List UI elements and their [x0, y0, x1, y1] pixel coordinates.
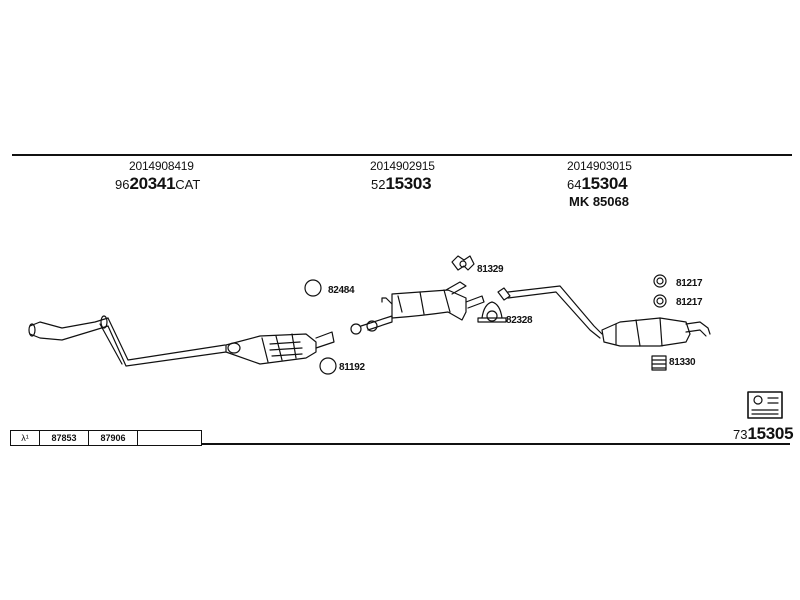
label-82484: 82484: [328, 285, 355, 296]
kit-main: 15305: [747, 424, 794, 443]
kit-prefix: 73: [733, 427, 748, 442]
lambda-sensor-table: λ¹ 87853 87906: [10, 430, 202, 446]
ring-81217-bottom-inner: [656, 297, 664, 305]
part-number-front-pipe: 9620341CAT: [115, 175, 200, 194]
part-prefix: 64: [567, 177, 582, 192]
lambda-symbol: λ¹: [11, 431, 40, 445]
oem-number-middle: 2014902915: [370, 159, 435, 173]
part-number-rear-silencer: 6415304: [567, 174, 628, 194]
label-81329: 81329: [477, 264, 504, 275]
label-81217-bottom: 81217: [676, 297, 703, 308]
bracket-81330: [651, 355, 667, 371]
gasket-81192: [319, 357, 337, 375]
kit-box-icon: [747, 391, 783, 419]
label-81330: 81330: [669, 357, 696, 368]
front-pipe-with-catalyst: [28, 315, 335, 367]
kit-part-number: 7315305: [733, 424, 794, 444]
part-main: 15303: [385, 174, 432, 193]
part-main: 15304: [581, 174, 628, 193]
ring-81217-bottom: [653, 294, 667, 308]
mounting-kit-label: MK 85068: [569, 194, 629, 209]
ring-81217-top-inner: [656, 277, 664, 285]
part-suffix: CAT: [175, 177, 201, 192]
top-rule: [12, 154, 792, 156]
clamp-82328: [477, 301, 507, 323]
lambda-cell-3: [138, 431, 201, 445]
part-main: 20341: [129, 174, 176, 193]
middle-silencer: [350, 281, 485, 335]
label-81217-top: 81217: [676, 278, 703, 289]
part-prefix: 96: [115, 177, 130, 192]
label-82328: 82328: [506, 315, 533, 326]
rear-silencer: [497, 285, 711, 347]
part-number-middle-silencer: 5215303: [371, 174, 432, 194]
oem-number-front: 2014908419: [129, 159, 194, 173]
ring-81217-top: [653, 274, 667, 288]
bottom-rule: [202, 443, 790, 445]
part-prefix: 52: [371, 177, 386, 192]
label-81192: 81192: [339, 362, 365, 373]
hanger-81329: [451, 255, 475, 271]
gasket-82484: [304, 279, 322, 297]
oem-number-rear: 2014903015: [567, 159, 632, 173]
lambda-cell-2: 87906: [89, 431, 138, 445]
lambda-cell-1: 87853: [40, 431, 89, 445]
